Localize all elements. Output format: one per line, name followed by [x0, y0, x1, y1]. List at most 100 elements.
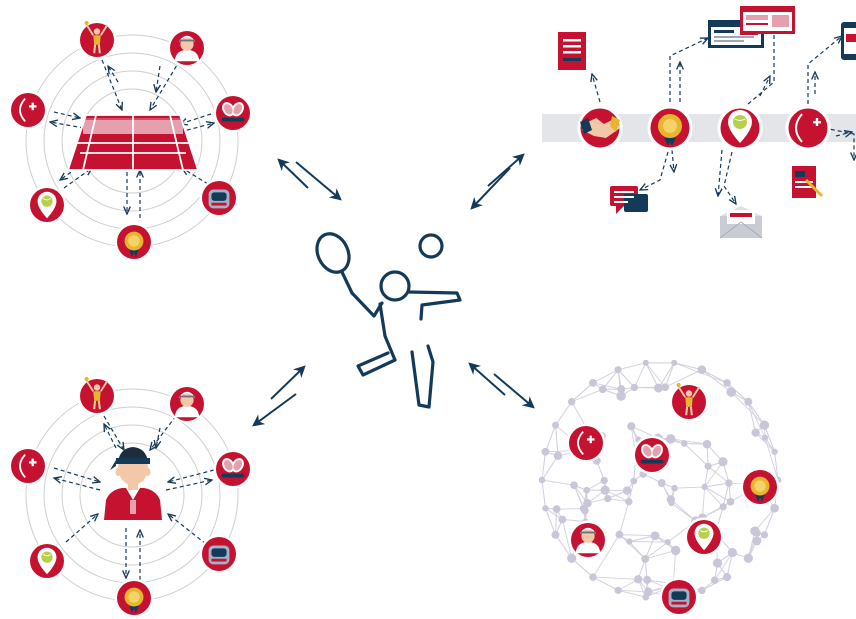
- health-plus-icon: [8, 446, 48, 486]
- network-node: [553, 451, 563, 461]
- trophy-player-icon: [77, 20, 117, 60]
- link-arrow-bottom-right-b: [493, 373, 535, 409]
- map-pin-ball-icon: [27, 541, 67, 581]
- network-node: [567, 398, 576, 406]
- network-node: [670, 545, 681, 556]
- network-node: [583, 498, 592, 508]
- news-document-icon: [792, 166, 824, 198]
- timeline-step-medal: [647, 105, 693, 151]
- network-node: [642, 359, 649, 366]
- athlete-portrait-icon: [568, 520, 608, 560]
- form-document-icon: [558, 32, 586, 70]
- network-node: [725, 479, 733, 487]
- network-node: [616, 391, 626, 401]
- trophy-player-icon: [669, 382, 709, 422]
- medal-icon: [740, 467, 780, 507]
- network-node: [630, 383, 639, 392]
- network-node: [671, 359, 678, 366]
- network-node: [583, 486, 590, 494]
- network-node: [723, 379, 731, 387]
- network-node: [701, 483, 708, 490]
- network-node: [641, 555, 650, 563]
- tennis-bag-icon: [199, 534, 239, 574]
- badminton-player-icon: [315, 232, 462, 409]
- network-node: [614, 586, 622, 594]
- network-node: [614, 366, 622, 374]
- link-arrow-bottom-left-b: [270, 365, 306, 400]
- crossed-rackets-icon: [632, 435, 672, 475]
- network-node: [626, 538, 633, 545]
- crossed-rackets-icon: [213, 93, 253, 133]
- network-node: [650, 531, 660, 541]
- network-node: [727, 547, 737, 558]
- link-arrow-top-left: [277, 158, 309, 189]
- network-node: [642, 593, 650, 601]
- health-plus-icon: [795, 113, 803, 143]
- network-node: [541, 447, 550, 456]
- network-node: [761, 434, 769, 441]
- network-node: [719, 503, 727, 511]
- network-node: [743, 553, 753, 563]
- tennis-bag-icon: [199, 178, 239, 218]
- network-node: [722, 573, 732, 582]
- network-node: [634, 575, 643, 584]
- top-left-court-hub: [25, 34, 239, 248]
- timeline-step-map-pin: [717, 105, 763, 151]
- network-node: [666, 495, 676, 504]
- network-node: [558, 515, 567, 524]
- network-node: [752, 536, 762, 546]
- network-node: [622, 486, 632, 495]
- network-node: [664, 539, 671, 546]
- health-plus-icon: [8, 90, 48, 130]
- network-node: [753, 529, 761, 537]
- chat-bubbles-icon: [610, 186, 648, 214]
- athlete-portrait-icon: [167, 384, 207, 424]
- link-arrow-top-right-b: [487, 153, 525, 187]
- handshake-icon: [582, 118, 620, 138]
- link-arrow-top-right: [470, 167, 511, 210]
- network-node: [600, 485, 610, 495]
- network-node: [751, 428, 760, 437]
- tablet-icon: [841, 22, 856, 60]
- top-right-timeline: [542, 6, 856, 239]
- network-node: [542, 505, 549, 512]
- envelope-icon: [719, 206, 763, 239]
- network-node: [726, 387, 737, 397]
- network-node: [770, 503, 779, 513]
- red-browser-window-icon: [740, 6, 795, 34]
- network-node: [643, 575, 652, 584]
- tennis-court-icon: [66, 114, 200, 171]
- network-node: [710, 576, 719, 584]
- network-node: [552, 505, 561, 514]
- network-node: [671, 484, 678, 492]
- network-node: [697, 365, 707, 375]
- trophy-player-icon: [77, 376, 117, 416]
- network-node: [630, 477, 638, 485]
- network-node: [760, 531, 769, 539]
- network-node: [657, 479, 666, 487]
- network-node: [665, 434, 676, 444]
- network-node: [589, 378, 597, 387]
- timeline-step-health: [785, 105, 831, 151]
- network-node: [598, 385, 607, 394]
- network-node: [712, 558, 723, 568]
- satellite-icons: [8, 20, 253, 618]
- network-node: [771, 448, 778, 455]
- medal-icon: [114, 578, 154, 618]
- network-node: [617, 385, 626, 394]
- map-pin-ball-icon: [27, 185, 67, 225]
- link-arrow-top-left-b: [295, 161, 342, 201]
- crossed-rackets-icon: [213, 449, 253, 489]
- network-node: [698, 586, 706, 595]
- network-node: [704, 462, 712, 470]
- network-node: [661, 383, 670, 392]
- network-node: [615, 530, 624, 539]
- network-node: [653, 383, 663, 393]
- network-node: [702, 439, 712, 449]
- network-node: [589, 573, 597, 581]
- tennis-bag-icon: [659, 577, 699, 617]
- network-node: [759, 420, 770, 430]
- network-node: [551, 530, 560, 539]
